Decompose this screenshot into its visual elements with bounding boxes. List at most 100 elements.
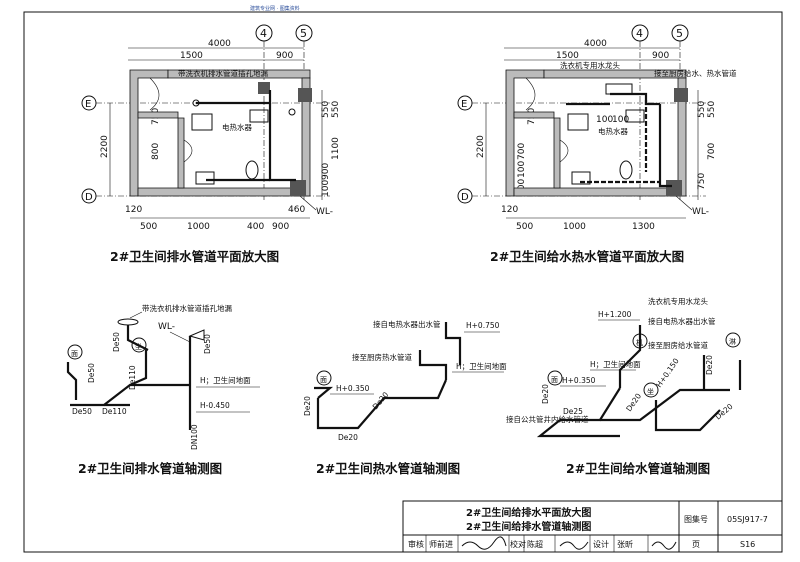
dim-bottom-6: 460 [288, 205, 305, 215]
iso-hot-h750: H+0.750 [466, 321, 500, 330]
label-wl-b: WL- [692, 207, 709, 217]
dim-bottom-b2: 500 [516, 222, 533, 232]
iso-hot-de20c: De20 [338, 433, 358, 442]
dim-right-b2: 550 [707, 101, 717, 118]
dim-top-b: 900 [276, 51, 293, 61]
dim-right-3: 1100 [331, 137, 341, 160]
label-washer-tap: 洗衣机专用水龙头 [560, 60, 620, 70]
tb-title-line1: 2#卫生间给排水平面放大图 [466, 506, 591, 519]
iso-cold-h350: H+0.350 [562, 376, 596, 385]
shower-fixture [195, 171, 215, 185]
duct-shaft-bottom [290, 180, 306, 196]
label-heater-b: 电热水器 [598, 126, 628, 136]
header-note: 建筑专业网 · 图集资料 [250, 5, 300, 12]
iso-cold-to-kitchen: 接至厨房给水管道 [648, 340, 708, 350]
iso-cold-de20a: De20 [541, 384, 550, 404]
dim-bottom-5: 900 [272, 222, 289, 232]
iso-cold-from-public: 接自公共管井内给水管道 [506, 414, 589, 424]
tb-check: 校对 [510, 539, 526, 549]
tb-design: 设计 [593, 539, 609, 549]
iso-hot-de20b: De20 [371, 390, 391, 411]
basin-fixture [191, 113, 213, 131]
iso-drain-de110b: De110 [102, 407, 127, 416]
dim-left-inner-b1: 300 [517, 179, 527, 196]
label-kitchen: 接至厨房给水、热水管道 [654, 68, 737, 78]
heater-fixture [249, 109, 269, 123]
axis-label-4: 4 [260, 27, 267, 40]
dim-left-inner-b3: 700 [517, 143, 527, 160]
label-wl: WL- [316, 207, 333, 217]
title-block: 2#卫生间给排水平面放大图 2#卫生间给排水管道轴测图 图集号 05SJ917-… [402, 500, 783, 553]
iso-cold-h1200: H+1.200 [598, 310, 632, 319]
iso-cold-de20b: De20 [624, 391, 643, 413]
iso-drain-wl: WL- [158, 322, 175, 332]
dim-top-overall: 4000 [208, 39, 231, 49]
axis-label-5: 5 [300, 27, 307, 40]
axis-label-d: D [85, 192, 93, 203]
iso-cold-floor: H；卫生间地面 [590, 359, 641, 369]
dim-right-5: 100 [321, 180, 331, 197]
dim-inner-b2: 100 [612, 115, 629, 125]
dim-top-b-b: 900 [652, 51, 669, 61]
plan-supply: 4 5 E D 4000 1500 900 2200 300 100 700 7… [457, 24, 737, 264]
dim-top-overall-b: 4000 [584, 39, 607, 49]
iso-hot-title: 2#卫生间热水管道轴测图 [316, 461, 460, 476]
iso-drain-de50c: De50 [203, 334, 212, 354]
iso-drain-floor-drain: 带洗衣机排水管道插孔地漏 [142, 303, 232, 313]
iso-drain-de50b: De50 [87, 363, 96, 383]
iso-cold-toilet: 坐 [647, 387, 654, 396]
tb-design-name: 张昕 [617, 539, 633, 549]
tb-title-line2: 2#卫生间给排水管道轴测图 [466, 520, 591, 533]
toilet-fixture [245, 160, 259, 180]
iso-cold-basin: 面 [551, 376, 558, 384]
iso-hot-de20a: De20 [303, 396, 312, 416]
tb-page-no: S16 [740, 540, 755, 549]
signature-checker [559, 541, 589, 550]
plan-drain-title: 2#卫生间排水管道平面放大图 [110, 249, 279, 264]
label-floor-drain: 带洗衣机排水管道插孔地漏 [178, 68, 268, 78]
iso-cold-washer: 机 [636, 338, 643, 347]
plan-supply-title: 2#卫生间给水热水管道平面放大图 [490, 249, 684, 264]
iso-cold-de25: De25 [563, 407, 583, 416]
iso-cold-washer-tap: 洗衣机专用水龙头 [648, 296, 708, 306]
axis-label-4b: 4 [636, 27, 643, 40]
dim-right-b3: 700 [707, 143, 717, 160]
dim-left-overall: 2200 [100, 135, 110, 158]
iso-drain-de50a: De50 [112, 332, 121, 352]
dim-left-inner-b2: 100 [517, 161, 527, 178]
iso-cold-to-heater: 接自电热水器出水管 [648, 316, 716, 326]
iso-hot: 接自电热水器出水管 接至厨房热水管道 H+0.750 面 H+0.350 H；卫… [303, 319, 507, 476]
dim-left-inner-2: 800 [151, 143, 161, 160]
iso-drain-h-low: H-0.450 [200, 401, 230, 410]
signature-reviewer [461, 536, 507, 550]
iso-hot-h350: H+0.350 [336, 384, 370, 393]
duct-shaft-top [258, 82, 270, 94]
iso-cold-h150: H+0.150 [654, 356, 681, 389]
dim-top-a: 1500 [180, 51, 203, 61]
label-heater: 电热水器 [222, 122, 252, 132]
signature-designer [651, 541, 677, 550]
iso-hot-floor: H；卫生间地面 [456, 361, 507, 371]
iso-drain-dn100: DN100 [190, 424, 199, 450]
axis-label-db: D [461, 192, 469, 203]
dim-right-b4: 750 [697, 173, 707, 190]
iso-drain: 带洗衣机排水管道插孔地漏 WL- 面 坐 De50 De50 De110 De5… [66, 303, 260, 476]
axis-label-eb: E [461, 99, 467, 110]
tb-atlas-label: 图集号 [684, 514, 708, 524]
iso-drain-de110a: De110 [128, 365, 137, 390]
tb-page-label: 页 [692, 540, 700, 549]
dim-right-2: 550 [331, 101, 341, 118]
plan-drain: 4 5 E D 4000 1500 900 2200 750 800 550 5… [81, 24, 341, 264]
iso-hot-basin: 面 [320, 376, 327, 384]
tb-check-name: 陈超 [527, 539, 543, 549]
axis-label-5b: 5 [676, 27, 683, 40]
washer-tap-box [605, 83, 633, 95]
tb-atlas-no: 05SJ917-7 [727, 515, 768, 524]
iso-hot-to-kitchen: 接至厨房热水管道 [352, 352, 412, 362]
dim-right-b1: 550 [697, 101, 707, 118]
dim-right-4: 900 [321, 163, 331, 180]
iso-drain-toilet: 坐 [135, 342, 142, 351]
dim-left-overall-b: 2200 [476, 135, 486, 158]
duct-shaft-right [298, 88, 312, 102]
